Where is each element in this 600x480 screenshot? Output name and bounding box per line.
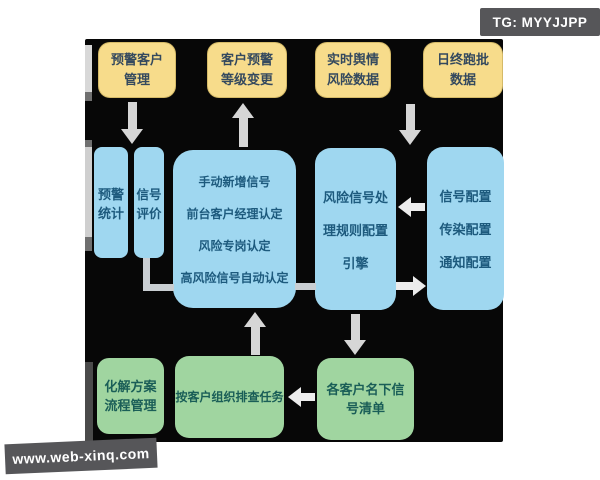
box-eod-batch-data: 日终跑批 数据	[423, 42, 503, 98]
connector-evaluation-vertical	[143, 258, 150, 291]
edge-strip	[85, 237, 92, 251]
box-signal-config: 信号配置 传染配置 通知配置	[427, 147, 504, 310]
box-label: 理规则配置	[322, 222, 388, 238]
site-watermark-text: www.web-xinq.com	[12, 445, 150, 467]
box-label: 手动新增信号	[198, 174, 271, 189]
arrow-up-tasks-to-identification	[244, 312, 266, 355]
box-label: 信号	[136, 187, 162, 202]
box-label: 日终跑批	[436, 51, 489, 67]
box-label: 信号配置	[439, 189, 492, 204]
box-label: 风险专岗认定	[198, 238, 271, 253]
box-alert-statistics: 预警 统计	[94, 147, 128, 258]
box-label: 统计	[97, 205, 124, 221]
box-label: 管理	[123, 72, 150, 87]
box-label: 传染配置	[439, 222, 492, 237]
box-alert-customer-management: 预警客户 管理	[98, 42, 176, 98]
edge-strip	[85, 147, 92, 237]
arrow-down-engine-to-signal-list	[344, 314, 366, 355]
box-label: 客户预警	[220, 51, 273, 67]
arrow-signal-list-to-tasks	[288, 387, 315, 407]
box-signal-evaluation: 信号 评价	[134, 147, 164, 258]
arrow-down-to-alert-statistics	[121, 102, 143, 144]
tg-watermark-badge: TG: MYYJJPP	[480, 8, 600, 36]
box-customer-alert-level-change: 客户预警 等级变更	[207, 42, 287, 98]
box-label: 等级变更	[220, 72, 273, 87]
box-label: 风险数据	[326, 72, 379, 87]
box-label: 实时舆情	[326, 51, 379, 67]
edge-strip	[85, 362, 93, 442]
tg-watermark-text: TG: MYYJJPP	[492, 14, 588, 30]
box-customer-signal-list: 各客户名下信 号清单	[317, 358, 414, 440]
box-label: 预警客户	[110, 51, 163, 67]
box-organize-investigation-tasks: 按客户组织排查任务	[175, 356, 284, 438]
box-label: 号清单	[345, 401, 385, 416]
arrow-down-from-data-sources	[399, 104, 421, 145]
box-realtime-sentiment-risk-data: 实时舆情 风险数据	[315, 42, 391, 98]
box-label: 按客户组织排查任务	[175, 390, 284, 404]
edge-strip	[85, 45, 92, 92]
connector-evaluation-horizontal	[143, 284, 174, 291]
site-watermark-ribbon: www.web-xinq.com	[4, 437, 158, 475]
box-label: 预警	[97, 186, 124, 202]
box-label: 化解方案	[104, 378, 157, 394]
arrow-engine-to-config	[396, 276, 426, 296]
edge-strip	[85, 140, 92, 147]
arrow-up-to-level-change	[232, 103, 254, 147]
box-label: 流程管理	[104, 398, 157, 413]
box-risk-signal-rule-engine: 风险信号处 理规则配置 引擎	[315, 148, 396, 310]
box-label: 风险信号处	[322, 189, 388, 205]
edge-strip	[85, 92, 92, 101]
box-label: 高风险信号自动认定	[180, 270, 289, 285]
box-label: 引擎	[342, 255, 369, 271]
arrow-config-to-engine	[398, 197, 425, 217]
box-label: 数据	[449, 72, 476, 87]
box-label: 通知配置	[439, 255, 492, 270]
box-label: 前台客户经理认定	[186, 206, 283, 221]
connector-identification-to-engine	[295, 283, 316, 290]
box-resolution-plan-process-mgmt: 化解方案 流程管理	[97, 358, 164, 434]
box-label: 各客户名下信	[326, 381, 405, 397]
box-label: 评价	[136, 206, 162, 221]
box-signal-identification: 手动新增信号 前台客户经理认定 风险专岗认定 高风险信号自动认定	[173, 150, 296, 308]
